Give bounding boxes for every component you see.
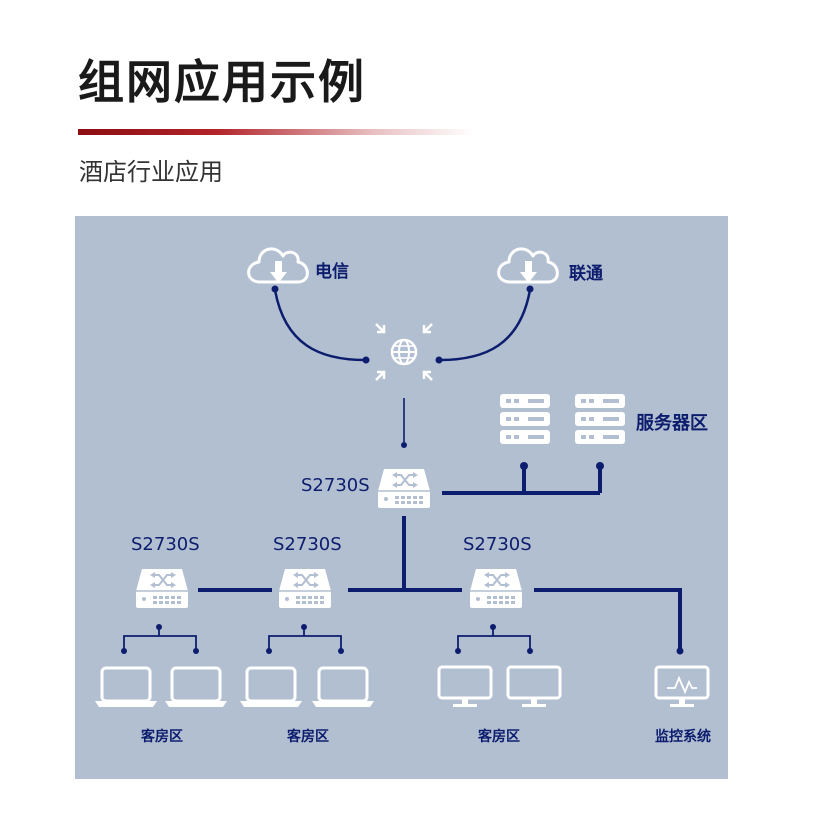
guest-area-2-label: 客房区 bbox=[286, 728, 329, 745]
laptop-icon bbox=[93, 666, 159, 709]
endpoint-dots bbox=[121, 285, 684, 655]
access-switch-1-label: S2730S bbox=[131, 534, 200, 555]
core-switch-label: S2730S bbox=[301, 475, 370, 496]
cloud-unicom-icon bbox=[497, 247, 559, 285]
access-lines bbox=[123, 625, 531, 650]
desktop-icon bbox=[437, 665, 493, 709]
cloud-telecom-icon bbox=[247, 247, 309, 285]
server-icon bbox=[500, 394, 550, 444]
link-telecom bbox=[273, 289, 366, 362]
access-switch-2-icon bbox=[278, 568, 332, 609]
isp-unicom-label: 联通 bbox=[569, 264, 603, 284]
laptop-icon bbox=[310, 666, 376, 709]
guest-area-3-label: 客房区 bbox=[477, 728, 520, 745]
access-switch-1-icon bbox=[135, 568, 189, 609]
server-area-label: 服务器区 bbox=[636, 412, 708, 434]
trunk-lines bbox=[198, 468, 682, 650]
monitoring-monitor-icon bbox=[654, 665, 710, 707]
access-switch-3-icon bbox=[469, 568, 523, 609]
core-switch-icon bbox=[377, 468, 431, 509]
access-switch-3-label: S2730S bbox=[463, 534, 532, 555]
server-icon bbox=[575, 394, 625, 444]
link-unicom bbox=[439, 289, 532, 362]
page-title: 组网应用示例 bbox=[78, 55, 366, 109]
access-switch-2-label: S2730S bbox=[273, 534, 342, 555]
guest-area-1-label: 客房区 bbox=[140, 728, 183, 745]
internet-globe-icon bbox=[375, 323, 433, 381]
title-underline bbox=[78, 129, 473, 135]
page-subtitle: 酒店行业应用 bbox=[79, 158, 223, 186]
monitoring-label: 监控系统 bbox=[655, 728, 711, 745]
connection-lines bbox=[273, 289, 532, 442]
isp-telecom-label: 电信 bbox=[315, 261, 349, 282]
laptop-icon bbox=[163, 666, 229, 709]
desktop-icon bbox=[506, 665, 562, 709]
laptop-icon bbox=[238, 666, 304, 709]
